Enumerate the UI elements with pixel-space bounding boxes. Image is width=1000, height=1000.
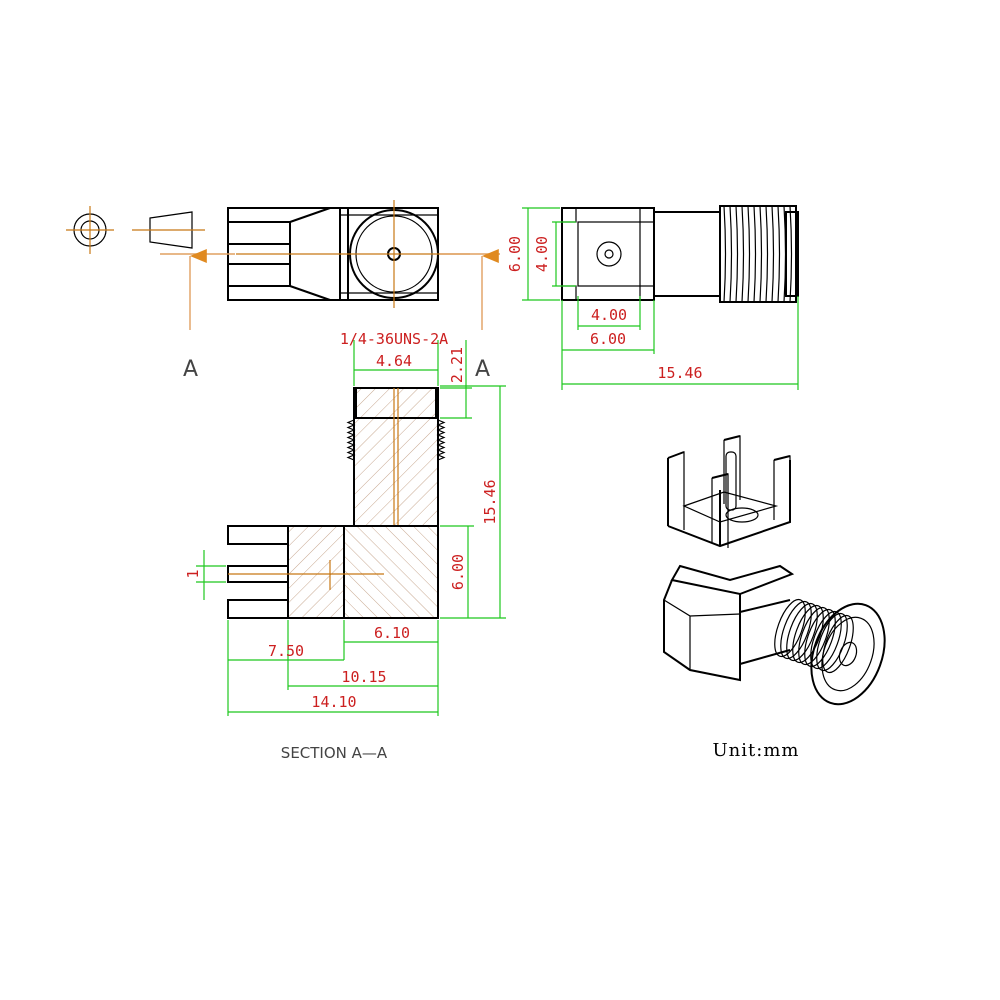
dim-7-50: 7.50 — [268, 642, 304, 660]
thread-ridge — [723, 205, 727, 303]
thread-ridge — [735, 205, 739, 303]
projection-symbol — [66, 206, 205, 254]
iso-thread-ring — [786, 602, 818, 662]
side-view: 6.00 4.00 4.00 6.00 15.46 — [506, 205, 799, 390]
thread-teeth-left — [346, 419, 356, 461]
dim-15-46-vertical: 15.46 — [481, 479, 499, 524]
thread-ridge — [777, 205, 781, 303]
thread-ridge — [759, 205, 763, 303]
iso-thread-ring — [822, 614, 854, 674]
thread-teeth-right — [436, 419, 446, 461]
iso-thread-ring — [774, 598, 806, 658]
section-view: 1/4-36UNS-2A 4.64 2.21 15.46 6.00 1 6.10… — [184, 330, 506, 762]
dim-side-4-vertical: 4.00 — [533, 236, 551, 272]
thread-ridge — [747, 205, 751, 303]
thread-ridge — [741, 205, 745, 303]
iso-thread-ring — [780, 600, 812, 660]
dim-4-64: 4.64 — [376, 352, 412, 370]
iso-thread-ring — [804, 608, 836, 668]
thread-ridge — [729, 205, 733, 303]
thread-ridge — [753, 205, 757, 303]
isometric-view: Unit:mm — [663, 435, 886, 761]
dim-6-10: 6.10 — [374, 624, 410, 642]
iso-thread-ring — [798, 606, 830, 666]
thread-ridge — [789, 205, 793, 303]
dim-10-15: 10.15 — [341, 668, 386, 686]
section-marker-left: A — [183, 357, 198, 382]
dim-1: 1 — [184, 569, 202, 578]
dim-side-4-horizontal: 4.00 — [591, 306, 627, 324]
iso-thread-ring — [792, 604, 824, 664]
section-title: SECTION A—A — [281, 744, 388, 762]
front-view — [227, 200, 470, 308]
thread-ridge — [765, 205, 769, 303]
thread-ridge — [771, 205, 775, 303]
dim-side-15-46: 15.46 — [657, 364, 702, 382]
dim-2-21: 2.21 — [448, 347, 466, 383]
dim-14-10: 14.10 — [311, 693, 356, 711]
thread-spec-label: 1/4-36UNS-2A — [340, 330, 448, 348]
dim-side-6-horizontal: 6.00 — [590, 330, 626, 348]
dim-side-6-vertical: 6.00 — [506, 236, 524, 272]
section-arrows: A A — [160, 249, 500, 382]
section-marker-right: A — [475, 357, 490, 382]
dim-6-00-vertical: 6.00 — [449, 554, 467, 590]
unit-label: Unit:mm — [713, 740, 800, 761]
